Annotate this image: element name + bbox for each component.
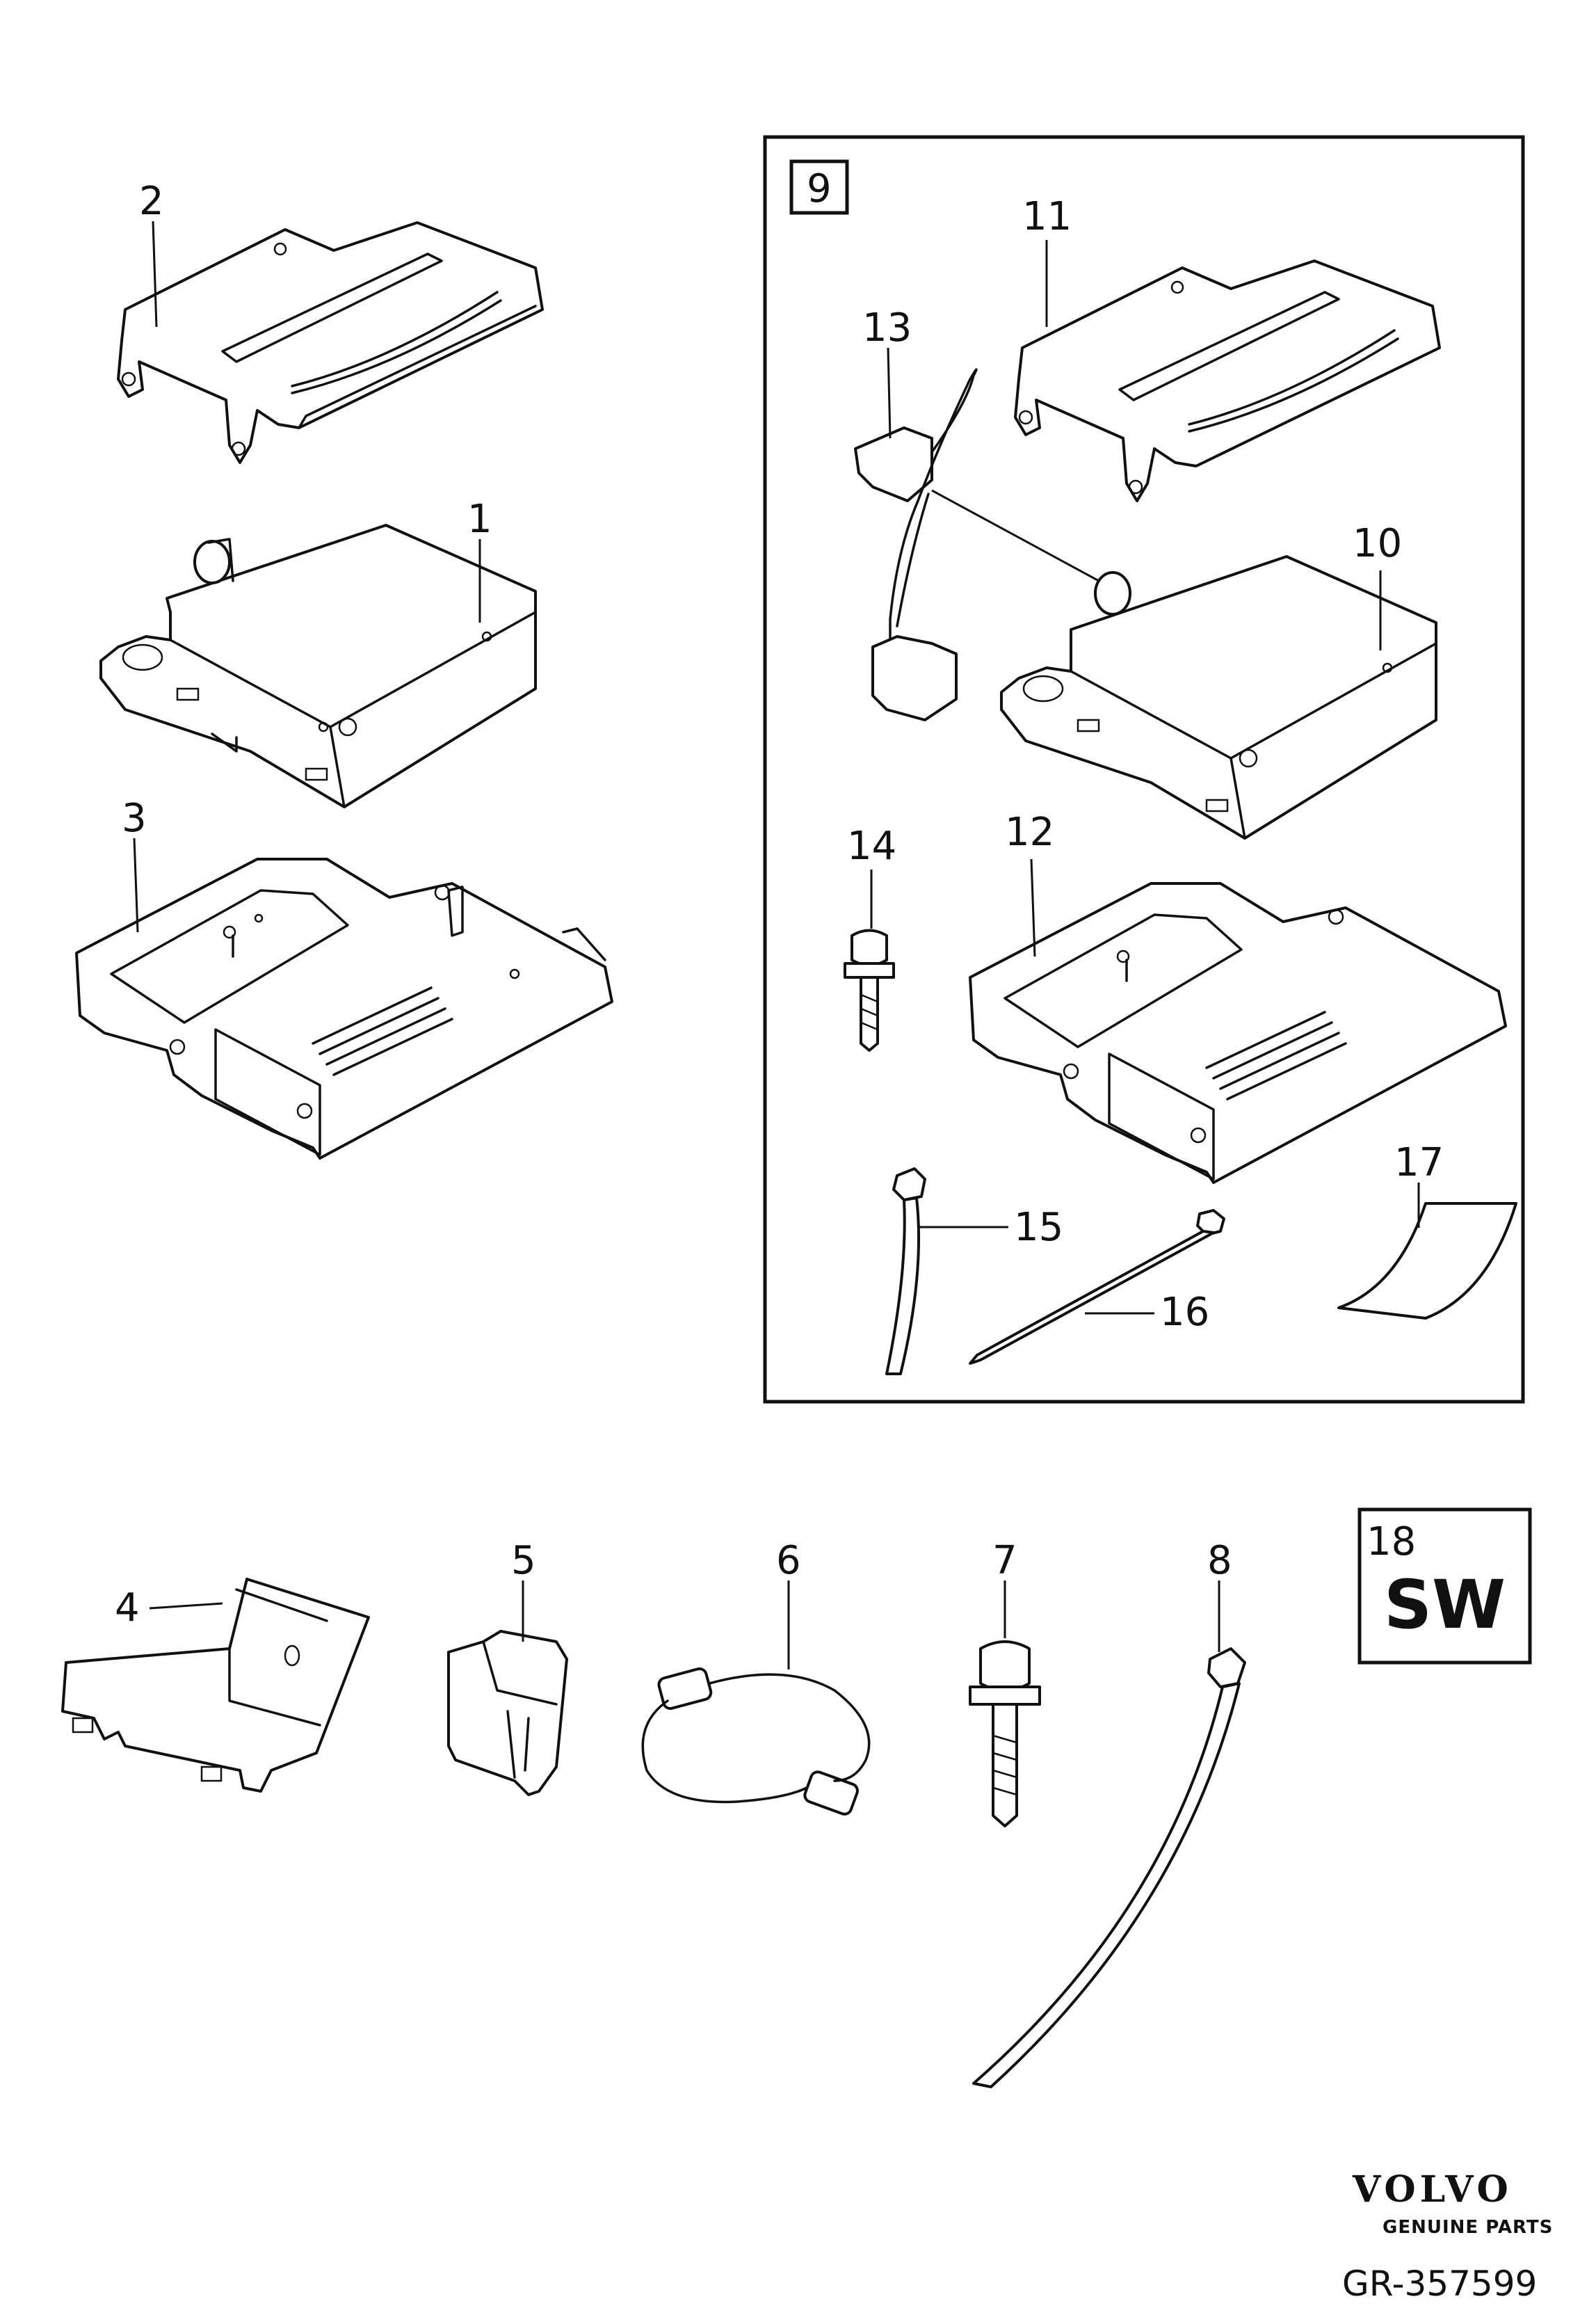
harness-connector-part-13[interactable] (854, 368, 1099, 721)
callout-3: 3 (122, 796, 147, 841)
callout-16: 16 (1160, 1290, 1209, 1335)
callout-8: 8 (1207, 1538, 1232, 1583)
callout-2: 2 (139, 179, 164, 224)
callout-15: 15 (1014, 1205, 1063, 1250)
brand-logo: VOLVO (1352, 2168, 1513, 2211)
callout-11: 11 (1022, 194, 1072, 239)
leader-12 (1030, 858, 1036, 957)
callout-14: 14 (847, 824, 896, 869)
cable-tie-part-16[interactable] (969, 1209, 1225, 1365)
software-badge-text: SW (1384, 1566, 1506, 1644)
control-module-part-1[interactable] (99, 524, 537, 808)
callout-5: 5 (511, 1538, 536, 1583)
brand-tagline: GENUINE PARTS (1383, 2217, 1553, 2238)
leader-2 (152, 221, 158, 328)
clip-part-5[interactable] (447, 1630, 568, 1796)
wire-harness-part-6[interactable] (641, 1667, 871, 1816)
software-badge-part-18[interactable]: 18 SW (1357, 1507, 1532, 1665)
screw-part-7[interactable] (969, 1640, 1041, 1827)
mounting-tray-part-3[interactable] (75, 858, 613, 1160)
callout-7: 7 (992, 1538, 1017, 1583)
reference-code: GR-357599 (1342, 2264, 1537, 2304)
leader-4 (149, 1602, 223, 1610)
callout-13: 13 (862, 305, 912, 351)
control-module-part-10[interactable] (1000, 555, 1437, 840)
screw-part-14[interactable] (844, 929, 895, 1052)
callout-10: 10 (1353, 521, 1402, 566)
callout-1: 1 (467, 497, 492, 542)
callout-18: 18 (1367, 1519, 1416, 1564)
callout-17: 17 (1394, 1140, 1444, 1185)
holder-bracket-part-4[interactable] (61, 1578, 370, 1793)
leader-13 (887, 347, 892, 439)
callout-4: 4 (115, 1585, 140, 1631)
adhesive-tape-part-17[interactable] (1337, 1202, 1517, 1320)
kit-frame (763, 135, 1525, 1404)
cable-tie-part-8[interactable] (972, 1647, 1246, 2088)
mounting-tray-part-12[interactable] (969, 882, 1507, 1184)
bracket-cover-part-11[interactable] (1014, 259, 1441, 502)
callout-12: 12 (1005, 810, 1054, 855)
callout-9: 9 (807, 166, 832, 211)
callout-6: 6 (776, 1538, 801, 1583)
kit-callout-box (789, 159, 849, 215)
leader-3 (133, 838, 139, 933)
bracket-cover-part-2[interactable] (117, 221, 544, 464)
cable-tie-part-15[interactable] (885, 1167, 926, 1375)
